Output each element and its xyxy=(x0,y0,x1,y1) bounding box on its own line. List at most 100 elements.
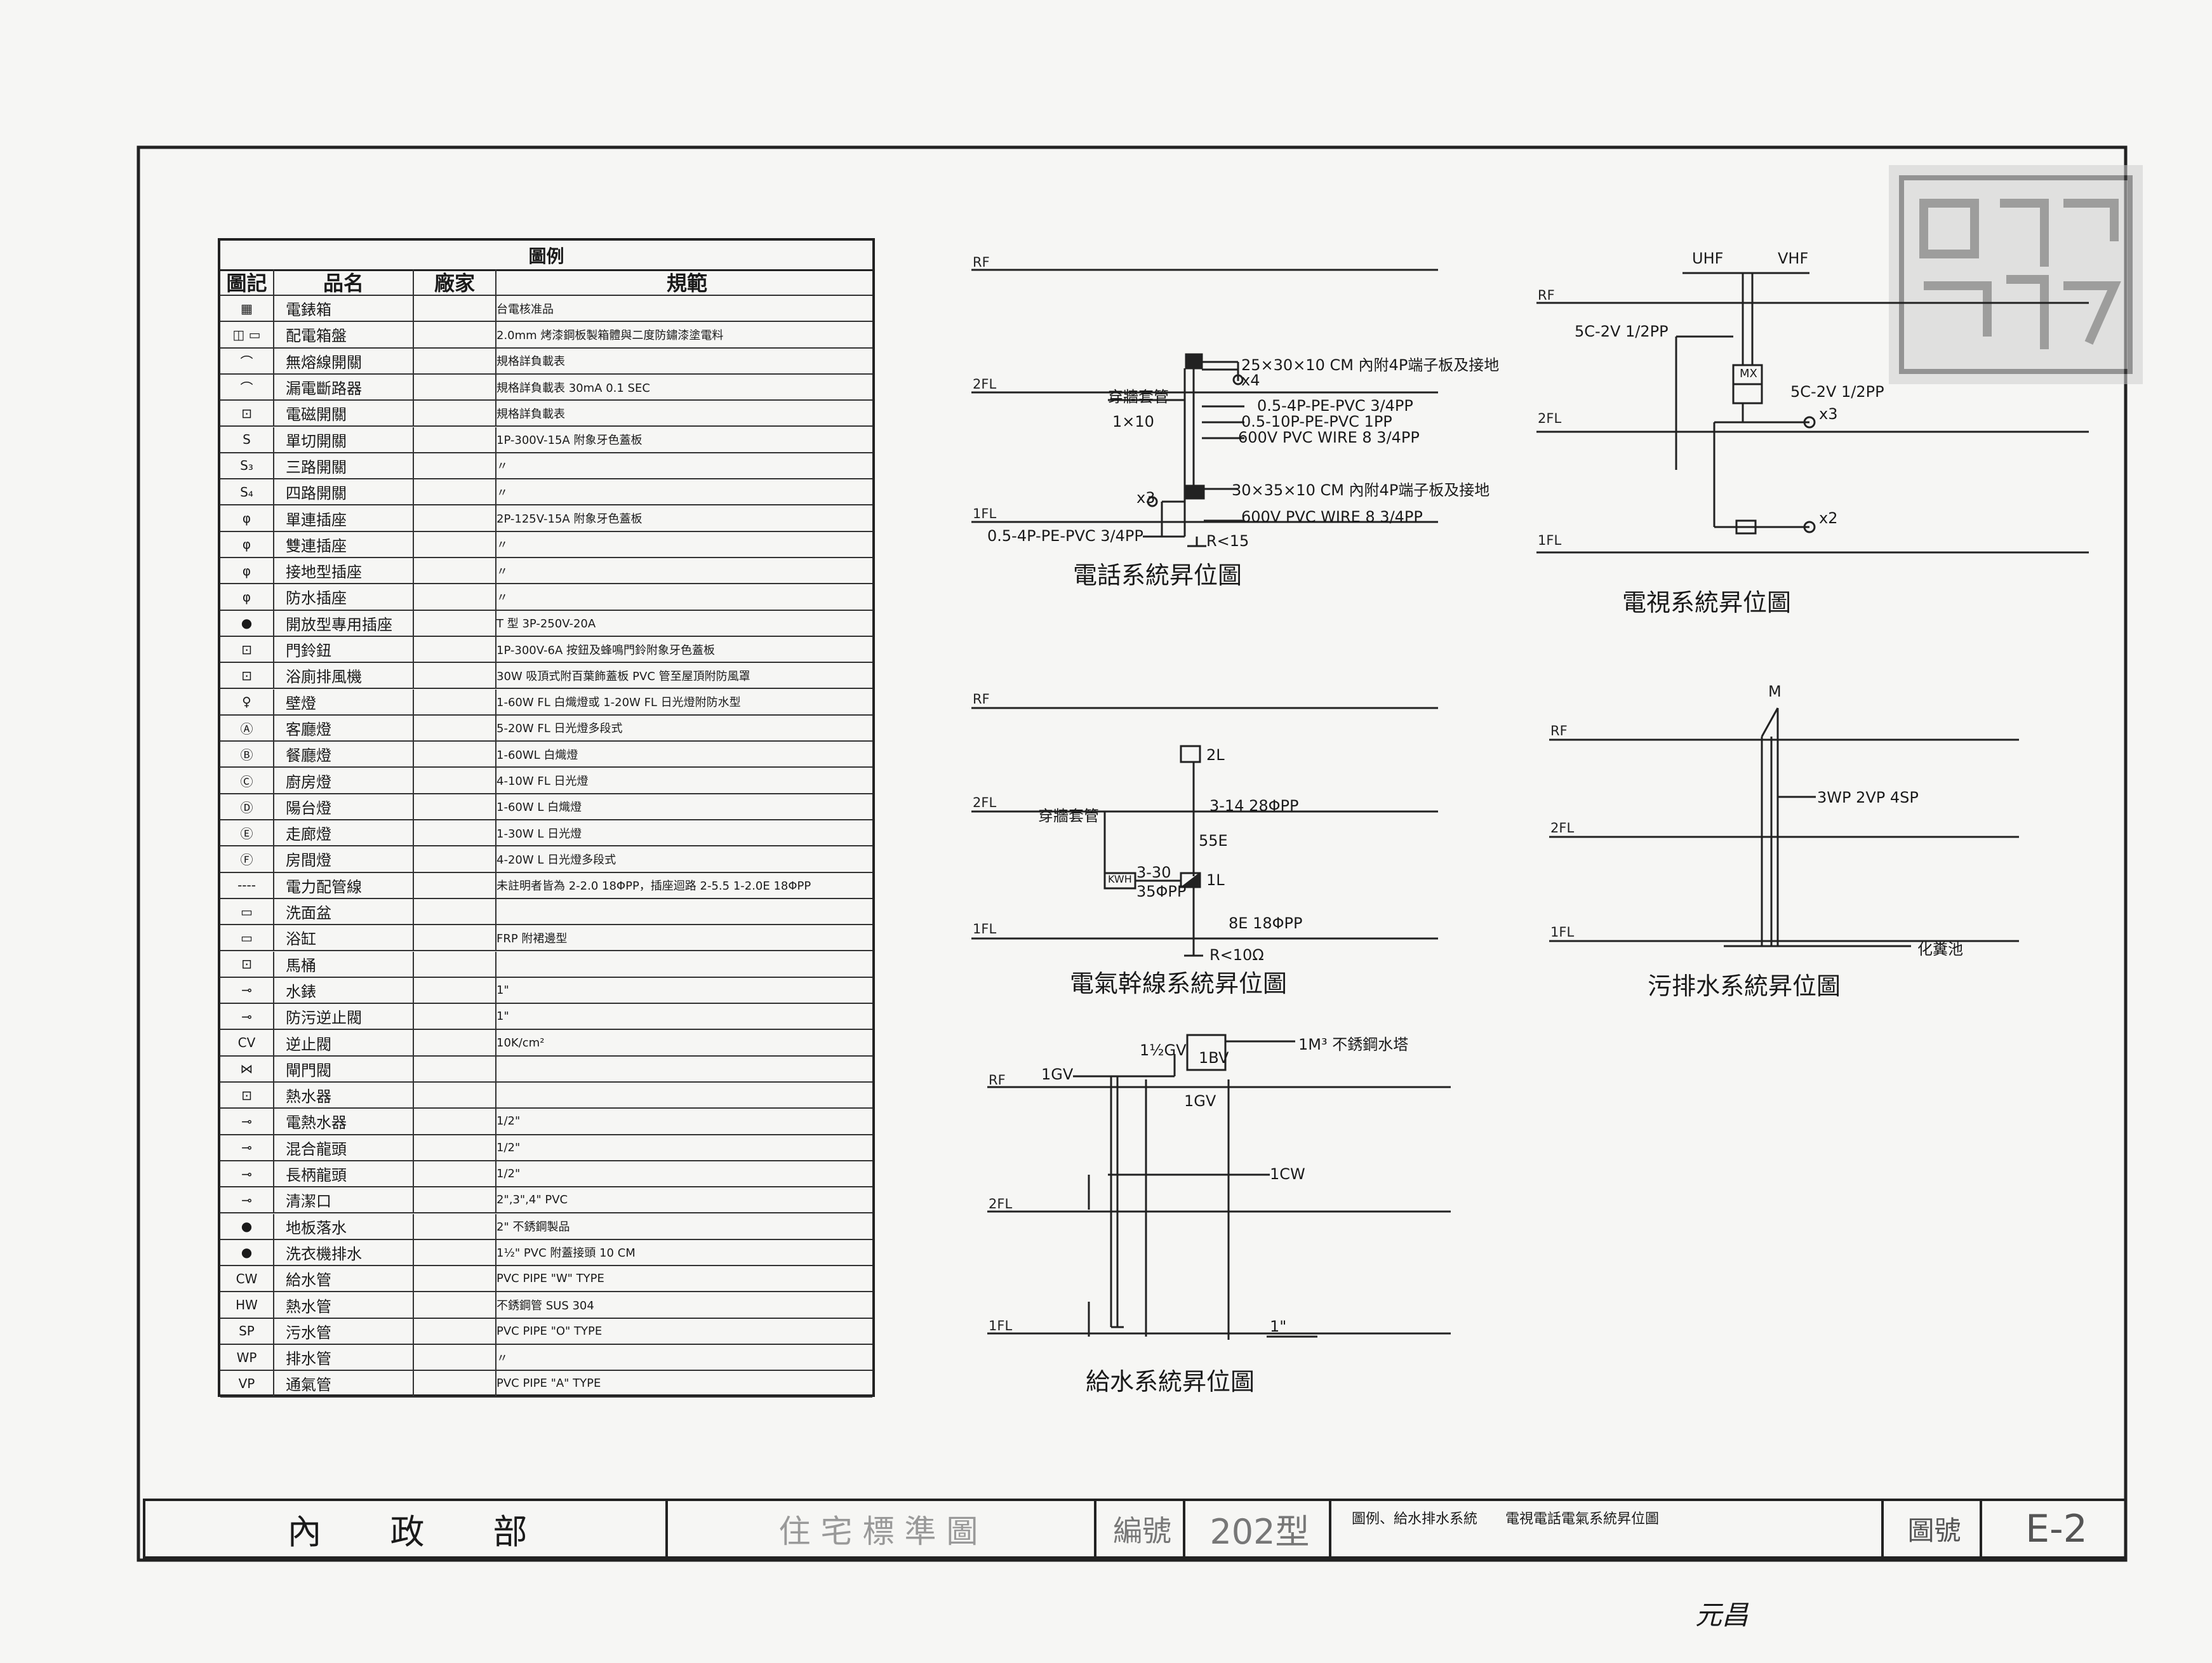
drain-level-2fl: 2FL xyxy=(1550,820,1574,836)
legend-symbol-icon: ● xyxy=(220,1213,274,1239)
phone-box-bottom-label: 30×35×10 CM 內附4P端子板及接地 xyxy=(1232,481,1490,499)
legend-symbol-icon: ● xyxy=(220,1239,274,1266)
title-block: 內 政 部 住宅標準圖 編號 202型 圖例、給水排水系統 電視電話電氣系統昇位… xyxy=(143,1499,2127,1559)
tv-diagram-caption: 電視系統昇位圖 xyxy=(1622,589,1792,617)
legend-item-spec: PVC PIPE "O" TYPE xyxy=(496,1324,603,1338)
drain-tank-label: 化糞池 xyxy=(1917,940,1963,958)
tv-uhf-label: UHF xyxy=(1692,250,1724,267)
legend-item-maker xyxy=(414,584,496,610)
legend-row: ⊡馬桶 xyxy=(220,951,872,978)
legend-item-name: 電磁開關 xyxy=(274,401,414,426)
legend-item-maker xyxy=(414,663,496,688)
drawing-type: 住宅標準圖 xyxy=(778,1513,989,1550)
legend-item-name: 熱水器 xyxy=(274,1083,414,1108)
legend-symbol-icon: HW xyxy=(220,1292,274,1318)
legend-item-maker xyxy=(414,1056,496,1081)
legend-item-maker xyxy=(414,558,496,584)
legend-item-name: 防污逆止閥 xyxy=(274,1004,414,1029)
legend-symbol-icon: ⊡ xyxy=(220,1083,274,1108)
legend-item-spec: 5-20W FL 日光燈多段式 xyxy=(496,722,623,736)
sheet-label: 圖號 xyxy=(1907,1515,1961,1546)
legend-item-maker xyxy=(414,348,496,373)
legend-item-name: 房間燈 xyxy=(274,846,414,872)
legend-item-maker xyxy=(414,951,496,977)
legend-item-maker xyxy=(414,322,496,347)
power-ground-label: R<10Ω xyxy=(1209,946,1264,964)
legend-item-maker xyxy=(414,401,496,426)
legend-item-name: 開放型專用插座 xyxy=(274,610,414,636)
legend-item-name: 單連插座 xyxy=(274,505,414,531)
legend-item-spec: 1/2" xyxy=(496,1114,521,1128)
water-meter-label: 1" xyxy=(1270,1318,1287,1335)
legend-item-name: 雙連插座 xyxy=(274,531,414,557)
legend-item-maker xyxy=(414,427,496,452)
phone-pipe4-label: 600V PVC WIRE 8 3/4PP xyxy=(1241,508,1423,526)
tv-cable2-label: 5C-2V 1/2PP xyxy=(1790,383,1884,401)
legend-item-name: 電力配管線 xyxy=(274,872,414,898)
legend-item-maker xyxy=(414,1292,496,1318)
legend-row: ●地板落水 2" 不銹鋼製品 xyxy=(220,1213,872,1240)
legend-item-maker xyxy=(414,768,496,793)
legend-item-maker xyxy=(414,1083,496,1108)
legend-symbol-icon: φ xyxy=(220,505,274,531)
water-riser-diagram xyxy=(987,1034,1451,1340)
legend-item-name: 三路開關 xyxy=(274,453,414,479)
legend-symbol-icon: VP xyxy=(220,1371,274,1396)
legend-item-maker xyxy=(414,1345,496,1370)
legend-item-name: 漏電斷路器 xyxy=(274,374,414,400)
legend-item-name: 電錶箱 xyxy=(274,296,414,321)
legend-item-name: 地板落水 xyxy=(274,1213,414,1239)
legend-symbol-icon: ♀ xyxy=(220,689,274,714)
legend-symbol-icon: ⊡ xyxy=(220,663,274,688)
legend-item-spec: 2",3",4" PVC xyxy=(496,1193,568,1207)
legend-item-maker xyxy=(414,1030,496,1055)
legend-item-name: 餐廳燈 xyxy=(274,742,414,767)
legend-symbol-icon: ⊸ xyxy=(220,1004,274,1029)
legend-item-spec: PVC PIPE "A" TYPE xyxy=(496,1377,601,1391)
legend-item-name: 排水管 xyxy=(274,1345,414,1370)
drawing-description: 圖例、給水排水系統 電視電話電氣系統昇位圖 xyxy=(1352,1511,1660,1527)
water-gv2-label: 1½GV xyxy=(1140,1041,1187,1059)
header-spec: 規範 xyxy=(666,271,707,295)
legend-symbol-icon: ⋈ xyxy=(220,1056,274,1081)
legend-item-spec: 1½" PVC 附蓋接頭 10 CM xyxy=(496,1246,636,1260)
water-gv1-label: 1GV xyxy=(1041,1065,1074,1083)
legend-symbol-icon: ---- xyxy=(220,872,274,898)
water-diagram-caption: 給水系統昇位圖 xyxy=(1086,1368,1255,1396)
power-diagram-caption: 電氣幹線系統昇位圖 xyxy=(1070,970,1288,998)
legend-item-name: 壁燈 xyxy=(274,689,414,714)
legend-item-maker xyxy=(414,794,496,819)
legend-item-name: 洗面盆 xyxy=(274,898,414,925)
phone-riser-diagram xyxy=(971,269,1438,547)
phone-level-rf: RF xyxy=(973,255,990,270)
legend-item-spec: 未註明者皆為 2-2.0 18ΦPP，插座迴路 2-5.5 1-2.0E 18Φ… xyxy=(496,879,811,893)
power-sleeve-label: 穿牆套管 xyxy=(1038,807,1099,825)
legend-item-name: 清潔口 xyxy=(274,1187,414,1213)
header-symbol: 圖記 xyxy=(220,269,274,295)
legend-item-maker xyxy=(414,1213,496,1239)
legend-item-spec: 2" 不銹鋼製品 xyxy=(496,1220,570,1234)
legend-item-spec: FRP 附裙邊型 xyxy=(496,932,568,945)
legend-symbol-icon: Ⓓ xyxy=(220,794,274,819)
legend-symbol-icon: ⊡ xyxy=(220,636,274,662)
legend-item-maker xyxy=(414,610,496,636)
legend-symbol-icon: S₄ xyxy=(220,479,274,505)
header-name: 品名 xyxy=(274,269,414,295)
legend-item-maker xyxy=(414,872,496,898)
legend-item-maker xyxy=(414,846,496,872)
header-maker: 廠家 xyxy=(414,269,496,295)
legend-item-spec: 〃 xyxy=(496,564,508,578)
legend-item-name: 浴廁排風機 xyxy=(274,663,414,688)
legend-item-maker xyxy=(414,977,496,1003)
tv-cable1-label: 5C-2V 1/2PP xyxy=(1575,323,1669,340)
power-riser-diagram xyxy=(971,707,1438,957)
drawing-code: 202型 xyxy=(1209,1512,1310,1552)
legend-item-maker xyxy=(414,505,496,531)
